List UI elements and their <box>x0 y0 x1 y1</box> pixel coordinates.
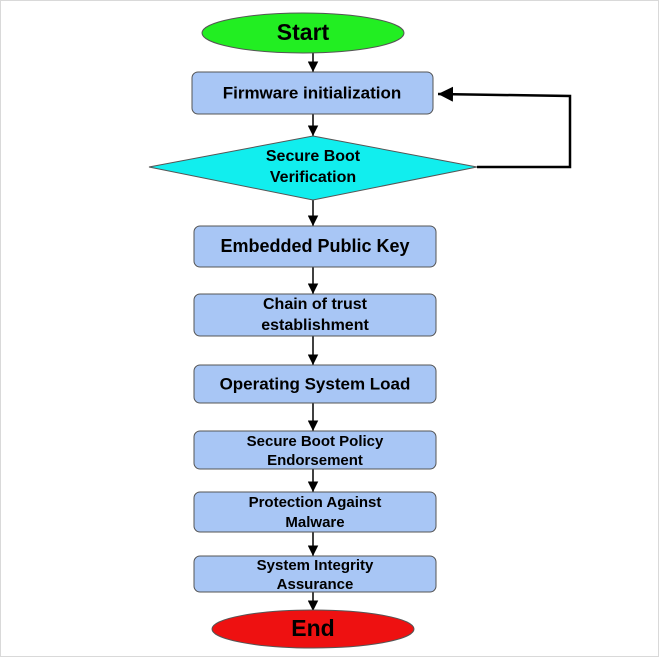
chain-box <box>193 293 437 337</box>
os-load-label: Operating System Load <box>220 374 411 393</box>
policy-label-line2: Endorsement <box>267 452 363 469</box>
public-key-label: Embedded Public Key <box>220 236 409 256</box>
node-embedded-public-key[interactable]: Embedded Public Key <box>193 225 437 268</box>
verification-diamond <box>148 135 478 201</box>
node-chain-of-trust[interactable]: Chain of trust establishment <box>193 293 437 337</box>
integrity-label-line1: System Integrity <box>257 557 374 574</box>
node-firmware-initialization[interactable]: Firmware initialization <box>191 71 434 115</box>
chain-label-line1: Chain of trust <box>263 296 368 313</box>
os-load-box <box>193 364 437 404</box>
node-secure-boot-policy[interactable]: Secure Boot Policy Endorsement <box>193 430 437 470</box>
firmware-box <box>191 71 434 115</box>
end-label: End <box>291 615 334 641</box>
node-system-integrity-assurance[interactable]: System Integrity Assurance <box>193 555 437 593</box>
policy-box <box>193 430 437 470</box>
node-end[interactable]: End <box>211 609 415 649</box>
chain-label-line2: establishment <box>261 317 369 334</box>
protection-box <box>193 491 437 533</box>
start-label: Start <box>277 19 330 45</box>
integrity-box <box>193 555 437 593</box>
firmware-label: Firmware initialization <box>223 83 402 102</box>
edges <box>307 53 572 611</box>
node-start[interactable]: Start <box>201 12 405 54</box>
integrity-label-line2: Assurance <box>277 576 354 593</box>
policy-label-line1: Secure Boot Policy <box>247 433 384 450</box>
end-ellipse <box>211 609 415 649</box>
protection-label-line1: Protection Against <box>249 494 382 511</box>
node-secure-boot-verification[interactable]: Secure Boot Verification <box>148 135 478 201</box>
start-ellipse <box>201 12 405 54</box>
public-key-box <box>193 225 437 268</box>
node-protection-against-malware[interactable]: Protection Against Malware <box>193 491 437 533</box>
node-operating-system-load[interactable]: Operating System Load <box>193 364 437 404</box>
protection-label-line2: Malware <box>285 514 344 531</box>
verification-label-line1: Secure Boot <box>266 148 361 165</box>
verification-label-line2: Verification <box>270 169 356 186</box>
edge-verification-loop-back <box>437 86 572 169</box>
